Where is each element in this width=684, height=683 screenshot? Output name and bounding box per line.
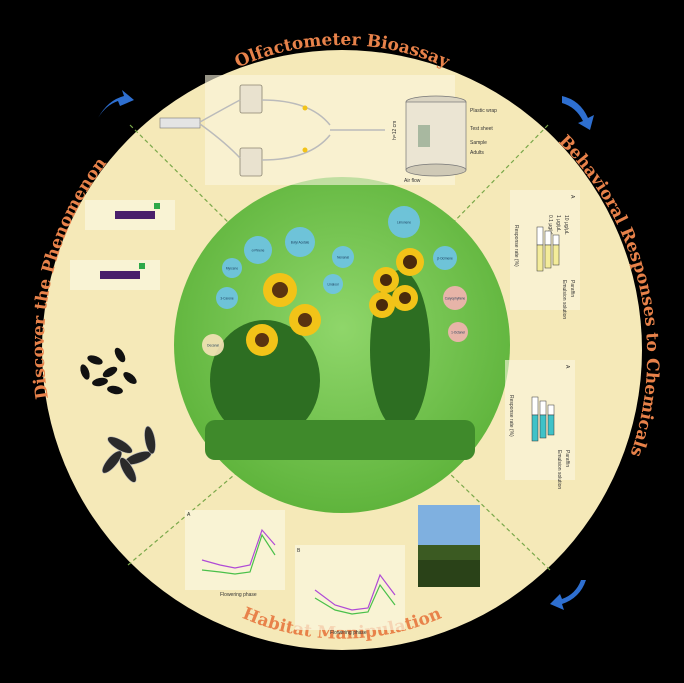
bar-emulsion xyxy=(544,244,552,269)
label-adults: Adults xyxy=(470,150,484,156)
jar-bottom xyxy=(239,147,263,177)
dose-low: 0.1 μg/μL xyxy=(547,215,553,236)
field-photo xyxy=(418,505,480,587)
bar-paraffin xyxy=(544,230,552,246)
divider-bottom-left xyxy=(127,469,241,566)
dose-mid: 1 μg/μL xyxy=(555,215,561,232)
volatile-bubble xyxy=(222,258,242,278)
bar-paraffin xyxy=(539,400,547,416)
legend-paraffin-b: Paraffin xyxy=(564,450,570,467)
volatile-bubble xyxy=(443,286,467,310)
legend-emulsion: Emulsion solution xyxy=(561,280,567,319)
volatile-bubble xyxy=(448,322,468,342)
volatile-bubble xyxy=(433,246,457,270)
habitat-a-line1 xyxy=(201,528,276,569)
volatile-bubble xyxy=(202,334,224,356)
habitat-a-line2 xyxy=(201,533,276,575)
dose-high: 10 μg/μL xyxy=(563,215,569,235)
quadrant-dividers xyxy=(127,124,551,571)
volatile-label: Linalool xyxy=(328,283,339,287)
behavior-b-axis: Response rate (%) xyxy=(508,395,514,437)
sunflower-scene xyxy=(205,248,475,460)
label-air-flow: Air flow xyxy=(404,178,421,184)
sample-flower-icon xyxy=(302,105,308,111)
divider-top-right xyxy=(445,124,549,231)
label-height: h=12 cm xyxy=(392,121,398,140)
volatile-bubble xyxy=(332,246,354,268)
phenomenon-chart-a xyxy=(85,200,175,230)
habitat-b-tag: B xyxy=(297,548,301,554)
bar-b xyxy=(100,271,140,279)
sunflower-heads xyxy=(246,248,424,356)
volatile-label: 3-Carene xyxy=(220,297,234,301)
label-sample: Sample xyxy=(470,140,487,146)
confection-seeds-icon xyxy=(101,425,156,483)
oil-seeds-icon xyxy=(80,347,137,395)
volatile-label: Limonene xyxy=(397,221,411,225)
bar-emulsion xyxy=(536,244,544,272)
volatile-label: Myrcene xyxy=(226,267,238,271)
habitat-b-line2 xyxy=(314,583,396,615)
bar-paraffin xyxy=(547,404,555,416)
legend-paraffin: Paraffin xyxy=(569,280,575,297)
behavior-a-tag: A xyxy=(569,195,575,199)
arrow-top-left-icon xyxy=(98,90,134,118)
volatile-bubble xyxy=(323,274,343,294)
bar-paraffin xyxy=(536,226,544,246)
volatile-label: Nonanal xyxy=(337,256,349,260)
arrow-top-right-icon xyxy=(562,96,594,130)
label-plastic-wrap: Plastic wrap xyxy=(470,108,497,114)
volatile-label: α-Pinene xyxy=(252,249,265,253)
behavior-b-tag: A xyxy=(564,365,570,369)
label-test-sheet: Test sheet xyxy=(470,126,493,132)
habitat-a-tag: A xyxy=(187,512,191,518)
divider-bottom-right xyxy=(445,469,551,571)
behavior-a-bars xyxy=(536,226,560,272)
habitat-b-line1 xyxy=(314,573,396,611)
bar-a-green xyxy=(154,203,160,209)
olfactometer-panel: Plastic wrap Test sheet Sample Adults Ai… xyxy=(159,75,497,185)
phenomenon-chart-b xyxy=(70,260,160,290)
volatile-bubble xyxy=(244,236,272,264)
habitat-panel: A Flowering phase B Flowering phase xyxy=(185,505,480,636)
air-pump-icon xyxy=(159,117,201,129)
divider-top-left xyxy=(129,124,239,233)
habitat-b-xlabel: Flowering phase xyxy=(330,630,367,636)
volatile-label: Caryophyllene xyxy=(445,297,466,301)
volatile-bubble xyxy=(285,227,315,257)
bar-paraffin xyxy=(531,396,539,416)
volatile-label: Decanal xyxy=(207,344,219,348)
behavior-panel-b: A Response rate (%) Paraffin Emulsion so… xyxy=(505,360,575,489)
behavior-b-bars xyxy=(531,396,555,442)
habitat-a-xlabel: Flowering phase xyxy=(220,592,257,598)
jar-top xyxy=(239,84,263,114)
volatile-bubble xyxy=(216,287,238,309)
phenomenon-panel xyxy=(70,200,175,483)
bar-emulsion xyxy=(531,414,539,442)
volatile-label: Butyl Acetate xyxy=(291,241,310,245)
legend-emulsion-b: Emulsion solution xyxy=(556,450,562,489)
sample-flower-icon xyxy=(302,147,308,153)
arrow-bottom-right-icon xyxy=(550,580,586,610)
bar-a xyxy=(115,211,155,219)
volatile-label: β-Ocimene xyxy=(437,257,453,261)
cycle-arrows xyxy=(98,90,594,610)
bar-emulsion xyxy=(547,414,555,436)
bar-b-green xyxy=(139,263,145,269)
test-chamber xyxy=(405,95,467,177)
behavior-a-axis: Response rate (%) xyxy=(513,225,519,267)
behavior-panel-a: A 10 μg/μL 1 μg/μL 0.1 μg/μL Response ra… xyxy=(510,190,580,319)
bar-paraffin xyxy=(552,234,560,246)
bar-emulsion xyxy=(539,414,547,439)
volatile-bubble xyxy=(388,206,420,238)
bar-emulsion xyxy=(552,244,560,266)
volatile-label: 1-Octanol xyxy=(451,331,465,335)
